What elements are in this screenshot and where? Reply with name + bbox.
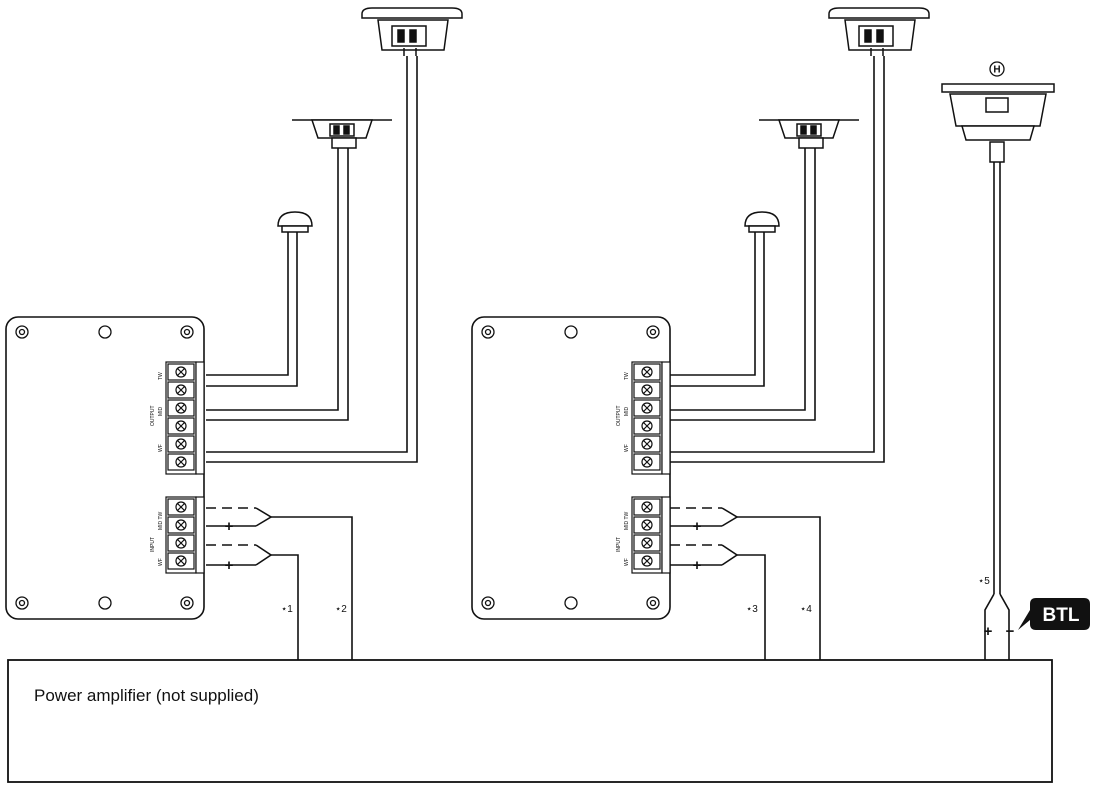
tweeter-1 bbox=[277, 211, 313, 233]
svg-text:WF: WF bbox=[158, 444, 164, 452]
input-labels-right: MID TW WF INPUT bbox=[616, 511, 630, 566]
svg-text:TW: TW bbox=[624, 372, 630, 380]
plus-sign-right-1: + bbox=[693, 518, 702, 535]
tweeter-2 bbox=[744, 211, 780, 233]
woofer-speaker-2 bbox=[828, 7, 930, 56]
mid-speaker-2 bbox=[759, 119, 859, 149]
note-1: ⋆1 bbox=[281, 604, 293, 615]
svg-text:WF: WF bbox=[624, 558, 630, 566]
note-4: ⋆4 bbox=[800, 604, 812, 615]
note-5: ⋆5 bbox=[978, 576, 990, 587]
subwoofer-cable bbox=[984, 162, 1010, 660]
input-labels-left: MID TW WF INPUT bbox=[150, 511, 164, 566]
svg-text:WF: WF bbox=[624, 444, 630, 452]
input-wires-left bbox=[206, 507, 353, 660]
svg-text:MID TW: MID TW bbox=[158, 511, 164, 530]
plus-sign-right-2: + bbox=[693, 557, 702, 574]
plus-sign-left-1: + bbox=[225, 518, 234, 535]
mounting-holes-right bbox=[481, 325, 660, 610]
svg-text:MID TW: MID TW bbox=[624, 511, 630, 530]
btl-badge: BTL bbox=[1018, 598, 1090, 630]
svg-text:MID: MID bbox=[158, 406, 164, 416]
output-terminal-block-right bbox=[631, 361, 671, 475]
power-amplifier-box bbox=[7, 659, 1053, 783]
woofer-speaker-1 bbox=[361, 7, 463, 56]
svg-text:WF: WF bbox=[158, 558, 164, 566]
note-3: ⋆3 bbox=[746, 604, 758, 615]
output-labels-left: TW MID WF OUTPUT bbox=[150, 372, 164, 452]
btl-minus-sign: − bbox=[1006, 623, 1015, 640]
btl-plus-sign: + bbox=[984, 623, 993, 640]
svg-text:INPUT: INPUT bbox=[150, 537, 156, 552]
speaker-wires-left bbox=[206, 56, 418, 463]
subwoofer-speaker bbox=[941, 83, 1055, 163]
svg-text:INPUT: INPUT bbox=[616, 537, 622, 552]
svg-text:TW: TW bbox=[158, 372, 164, 380]
svg-text:MID: MID bbox=[624, 406, 630, 416]
power-amplifier-label: Power amplifier (not supplied) bbox=[34, 686, 259, 705]
output-labels-right: TW MID WF OUTPUT bbox=[616, 372, 630, 452]
input-terminal-block-left bbox=[165, 496, 205, 574]
speaker-wires-right bbox=[670, 56, 885, 463]
input-wires-right bbox=[670, 507, 821, 660]
svg-text:OUTPUT: OUTPUT bbox=[150, 405, 156, 426]
h-mark-text: H bbox=[993, 65, 1000, 76]
mounting-holes-left bbox=[15, 325, 194, 610]
btl-label: BTL bbox=[1043, 605, 1080, 626]
mid-speaker-1 bbox=[292, 119, 392, 149]
output-terminal-block-left bbox=[165, 361, 205, 475]
svg-text:OUTPUT: OUTPUT bbox=[616, 405, 622, 426]
h-mark-circle bbox=[989, 61, 1005, 77]
input-terminal-block-right bbox=[631, 496, 671, 574]
plus-sign-left-2: + bbox=[225, 557, 234, 574]
note-2: ⋆2 bbox=[335, 604, 347, 615]
